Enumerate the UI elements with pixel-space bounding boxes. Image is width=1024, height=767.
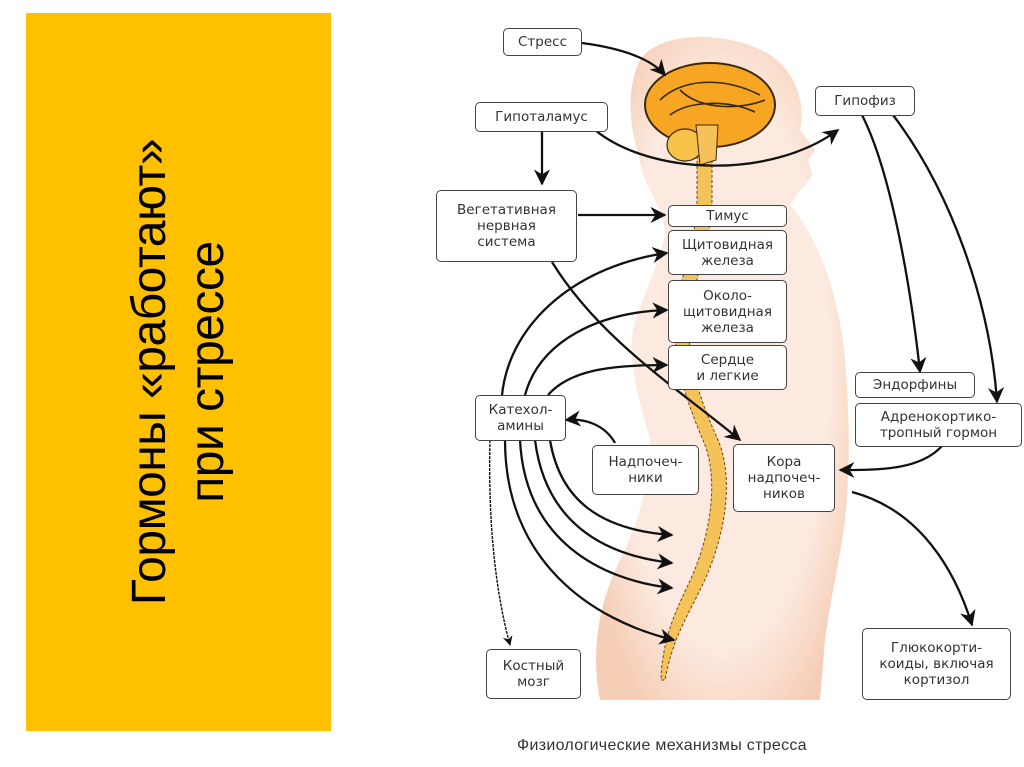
node-acth: Адренокортико- тропный гормон	[855, 403, 1022, 447]
node-adrenal-cortex: Кора надпочеч- ников	[733, 444, 835, 512]
arrow-pituitary-acth	[892, 114, 1005, 404]
node-pituitary: Гипофиз	[815, 86, 915, 116]
node-parathyroid: Около- щитовидная железа	[668, 280, 787, 343]
arrow-cat-parathyroid	[523, 302, 669, 396]
arrow-hypothalamus-pituitary	[594, 129, 840, 167]
arrow-stress-brain	[581, 41, 667, 77]
title-panel: Гормоны «работают» при стрессе	[26, 13, 331, 731]
node-stress: Стресс	[503, 28, 582, 56]
node-thyroid: Щитовидная железа	[668, 230, 787, 275]
node-bone-marrow: Костный мозг	[486, 649, 581, 699]
node-adrenals: Надпочеч- ники	[592, 445, 699, 495]
node-catecholamines: Катехол- амины	[475, 395, 566, 441]
node-heart-lungs: Сердце и легкие	[668, 345, 787, 390]
node-thymus: Тимус	[668, 205, 787, 227]
arrow-cat-body-2	[533, 439, 674, 570]
brain-illustration	[644, 62, 776, 166]
arrow-acth-cortex	[838, 445, 943, 479]
arrow-cat-bone-marrow	[488, 439, 513, 646]
arrow-pituitary-endorphins	[860, 114, 927, 374]
arrow-cortex-glucocorticoids	[851, 490, 976, 627]
diagram-caption: Физиологические механизмы стресса	[517, 737, 807, 754]
arrow-cat-body-1	[548, 439, 674, 543]
arrow-adrenals-cat	[564, 410, 617, 444]
node-hypothalamus: Гипоталамус	[475, 102, 608, 132]
arrow-cat-heart	[547, 356, 669, 396]
arrow-cat-body-4	[503, 439, 676, 645]
node-glucocorticoids: Глюкокорти- коиды, включая кортизол	[862, 628, 1011, 700]
spinal-cord	[660, 129, 727, 681]
arrows	[488, 41, 1005, 646]
node-ans: Вегетативная нервная система	[436, 190, 577, 262]
arrow-ans-cortex	[551, 261, 742, 442]
arrow-cat-thyroid	[500, 247, 669, 396]
node-endorphins: Эндорфины	[855, 372, 975, 398]
arrow-cat-body-3	[518, 439, 674, 595]
